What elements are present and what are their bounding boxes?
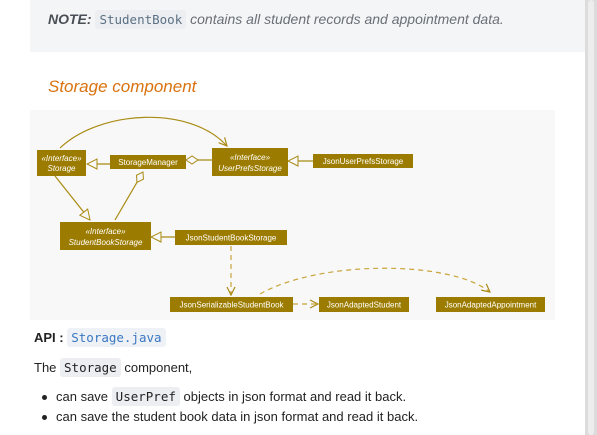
documentation-page: NOTE: StudentBook contains all student r…	[0, 0, 585, 435]
api-label: API :	[34, 330, 64, 345]
storage-capabilities-list: can save UserPref objects in json format…	[41, 387, 419, 428]
section-heading: Storage component	[48, 77, 197, 96]
bullet-prefix: can save	[56, 389, 109, 404]
note-box: NOTE: StudentBook contains all student r…	[30, 0, 585, 52]
storage-class-diagram: «Interface» Storage StorageManager «Inte…	[30, 110, 555, 320]
node-student-book-storage: «Interface» StudentBookStorage	[60, 222, 151, 250]
node-json-serializable-student-book-name: JsonSerializableStudentBook	[179, 301, 284, 310]
bullet-suffix: objects in json format and read it back.	[183, 389, 407, 404]
node-json-adapted-student: JsonAdaptedStudent	[319, 297, 409, 312]
api-line: API : Storage.java	[34, 328, 166, 347]
edge-storage-extends-studentbookstorage	[54, 175, 90, 220]
edge-storagemanager-studentbookstorage-aggregation	[114, 171, 144, 221]
node-user-prefs-storage-name: UserPrefsStorage	[218, 164, 282, 173]
node-user-prefs-storage: «Interface» UserPrefsStorage	[212, 148, 288, 176]
description-prefix: The	[34, 360, 57, 375]
description-code: Storage	[60, 358, 121, 377]
node-storage: «Interface» Storage	[37, 150, 86, 176]
node-storage-stereotype: «Interface»	[41, 154, 82, 163]
edge-serializable-to-adaptedappointment	[259, 267, 490, 295]
diagram-canvas: «Interface» Storage StorageManager «Inte…	[37, 116, 545, 312]
node-json-adapted-student-name: JsonAdaptedStudent	[327, 301, 402, 310]
scrollbar-thumb[interactable]	[588, 0, 594, 435]
api-link[interactable]: Storage.java	[67, 328, 166, 347]
node-student-book-storage-stereotype: «Interface»	[85, 227, 126, 236]
node-storage-manager-name: StorageManager	[118, 158, 178, 167]
scrollbar[interactable]	[585, 0, 597, 435]
list-item: can save UserPref objects in json format…	[41, 387, 418, 408]
list-item: can save the student book data in json f…	[41, 408, 419, 428]
note-label: NOTE:	[48, 11, 92, 27]
node-json-student-book-storage: JsonStudentBookStorage	[175, 230, 287, 245]
node-json-user-prefs-storage: JsonUserPrefsStorage	[313, 154, 413, 168]
node-storage-manager: StorageManager	[110, 155, 186, 169]
node-json-student-book-storage-name: JsonStudentBookStorage	[186, 234, 277, 243]
node-json-adapted-appointment: JsonAdaptedAppointment	[436, 297, 545, 312]
note-code: StudentBook	[95, 10, 187, 29]
edge-storage-to-userprefsstorage	[59, 116, 227, 149]
bullet-text: can save the student book data in json f…	[56, 409, 419, 424]
storage-description: The Storage component,	[34, 358, 193, 377]
node-json-user-prefs-storage-name: JsonUserPrefsStorage	[323, 157, 404, 166]
description-suffix: component,	[124, 360, 193, 375]
node-storage-name: Storage	[47, 164, 76, 173]
node-user-prefs-storage-stereotype: «Interface»	[230, 153, 271, 162]
bullet-code: UserPref	[111, 387, 180, 406]
node-json-serializable-student-book: JsonSerializableStudentBook	[170, 297, 293, 312]
node-student-book-storage-name: StudentBookStorage	[69, 238, 143, 247]
note-text: contains all student records and appoint…	[190, 11, 504, 27]
node-json-adapted-appointment-name: JsonAdaptedAppointment	[445, 301, 537, 310]
